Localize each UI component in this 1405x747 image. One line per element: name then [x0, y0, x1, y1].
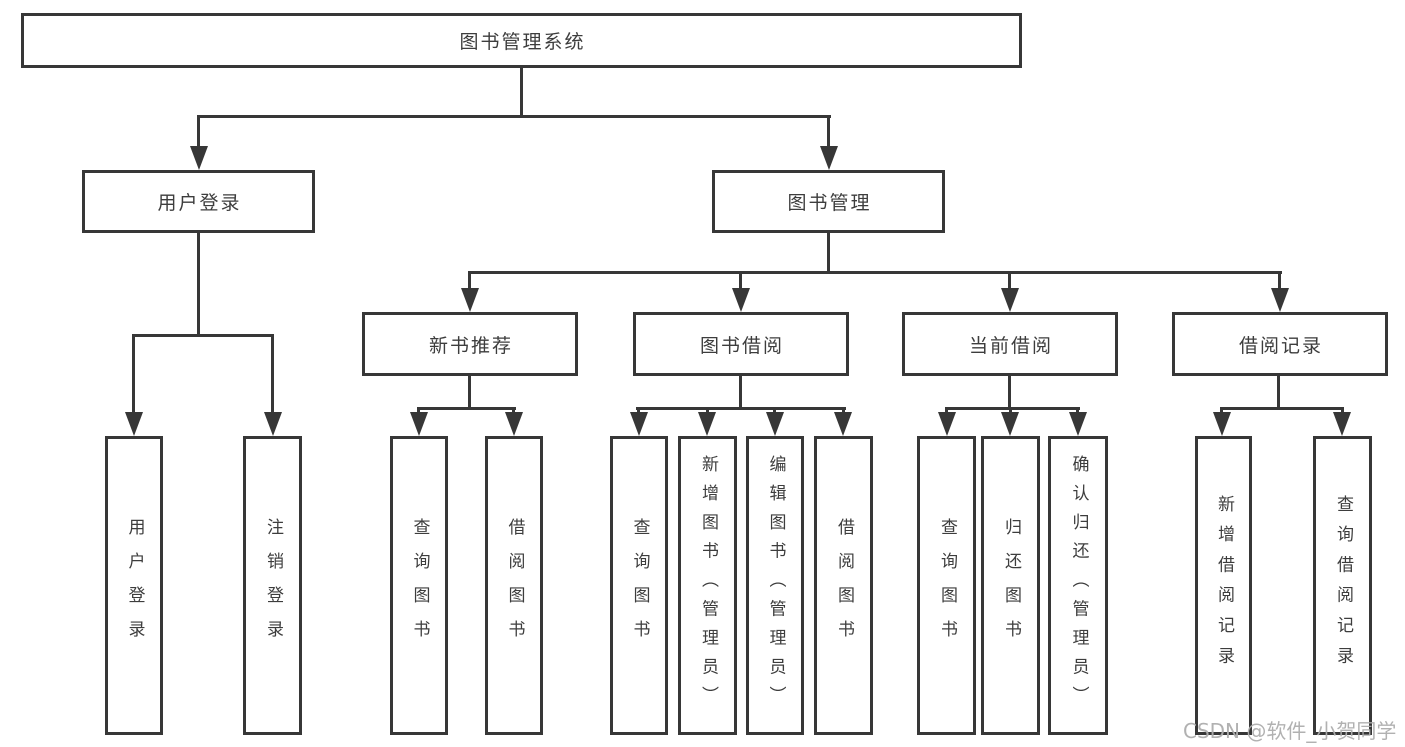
arrow-down-icon	[1001, 288, 1019, 312]
leaf-query-books-borrowing: 查询图书	[610, 436, 668, 735]
connector-stub	[417, 407, 420, 415]
leaf-borrow-books: 借阅图书	[814, 436, 873, 735]
node-new-book-recommend: 新书推荐	[362, 312, 578, 376]
leaf-borrow-books-recommend: 借阅图书	[485, 436, 543, 735]
node-book-borrowing: 图书借阅	[633, 312, 849, 376]
arrow-down-icon	[1333, 412, 1351, 436]
arrow-down-icon	[698, 412, 716, 436]
node-label: 用户登录	[157, 192, 242, 214]
arrow-down-icon	[1213, 412, 1231, 436]
arrow-down-icon	[410, 412, 428, 436]
connector-stub	[706, 407, 709, 415]
leaf-query-books-recommend: 查询图书	[390, 436, 448, 735]
node-root-library-system: 图书管理系统	[21, 13, 1022, 68]
connector-borrowing-records-horizontal	[1220, 407, 1344, 410]
connector-user-login-horizontal	[132, 334, 274, 337]
connector-to-borrowing-records	[1278, 271, 1281, 290]
node-label: 图书管理系统	[459, 31, 586, 53]
leaf-label: 注销登录	[263, 517, 283, 654]
leaf-label: 归还图书	[1001, 517, 1021, 654]
arrow-down-icon	[732, 288, 750, 312]
node-label: 图书借阅	[699, 334, 784, 357]
connector-to-leaf-user-login	[132, 334, 135, 416]
connector-to-user-login	[197, 115, 200, 148]
arrow-down-icon	[766, 412, 784, 436]
arrow-down-icon	[1069, 412, 1087, 436]
connector-book-borrowing-stem	[739, 374, 742, 410]
connector-stub	[1220, 407, 1223, 415]
connector-current-borrowing-stem	[1008, 374, 1011, 410]
arrow-down-icon	[630, 412, 648, 436]
connector-current-borrowing-horizontal	[945, 407, 1080, 410]
node-label: 图书管理	[787, 192, 872, 214]
leaf-add-book-admin: 新增图书（管理员）	[678, 436, 737, 735]
connector-stub	[1009, 407, 1012, 415]
node-user-login: 用户登录	[82, 170, 315, 233]
connector-stub	[842, 407, 845, 415]
leaf-label: 新增图书（管理员）	[698, 455, 718, 716]
arrow-down-icon	[125, 412, 143, 436]
connector-level2-horizontal	[468, 271, 1282, 274]
csdn-watermark: CSDN @软件_小贺同学	[1183, 719, 1397, 743]
node-book-management: 图书管理	[712, 170, 945, 233]
connector-book-management-stem	[827, 231, 830, 274]
connector-to-book-management	[827, 115, 830, 148]
connector-new-book-recommend-horizontal	[417, 407, 516, 410]
connector-stub	[773, 407, 776, 415]
connector-to-book-borrowing	[739, 271, 742, 290]
leaf-add-borrow-record: 新增借阅记录	[1195, 436, 1252, 735]
arrow-down-icon	[190, 146, 208, 170]
node-borrowing-records: 借阅记录	[1172, 312, 1388, 376]
arrow-down-icon	[1001, 412, 1019, 436]
arrow-down-icon	[505, 412, 523, 436]
connector-new-book-recommend-stem	[468, 374, 471, 410]
connector-stub	[945, 407, 948, 415]
leaf-label: 新增借阅记录	[1214, 494, 1234, 677]
connector-stub	[1341, 407, 1344, 415]
connector-user-login-stem	[197, 231, 200, 337]
leaf-query-books-current: 查询图书	[917, 436, 976, 735]
leaf-label: 用户登录	[124, 517, 145, 654]
leaf-label: 查询图书	[937, 517, 957, 654]
connector-to-current-borrowing	[1008, 271, 1011, 290]
node-label: 当前借阅	[968, 334, 1053, 357]
connector-level1-horizontal	[197, 115, 831, 118]
leaf-label: 查询图书	[409, 517, 430, 654]
connector-to-leaf-logout	[271, 334, 274, 416]
connector-to-new-book-recommend	[468, 271, 471, 290]
leaf-return-book: 归还图书	[981, 436, 1040, 735]
leaf-label: 查询图书	[629, 517, 650, 654]
connector-stub	[512, 407, 515, 415]
node-current-borrowing: 当前借阅	[902, 312, 1118, 376]
connector-stub	[637, 407, 640, 415]
leaf-query-borrow-record: 查询借阅记录	[1313, 436, 1372, 735]
connector-root-stem	[520, 66, 523, 118]
arrow-down-icon	[938, 412, 956, 436]
leaf-confirm-return-admin: 确认归还（管理员）	[1048, 436, 1108, 735]
leaf-label: 编辑图书（管理员）	[765, 455, 786, 716]
leaf-label: 查询借阅记录	[1333, 494, 1353, 677]
node-label: 借阅记录	[1238, 334, 1323, 357]
leaf-edit-book-admin: 编辑图书（管理员）	[746, 436, 804, 735]
arrow-down-icon	[264, 412, 282, 436]
leaf-label: 借阅图书	[834, 517, 854, 654]
arrow-down-icon	[1271, 288, 1289, 312]
connector-stub	[1076, 407, 1079, 415]
arrow-down-icon	[834, 412, 852, 436]
leaf-label: 确认归还（管理员）	[1068, 455, 1089, 716]
arrow-down-icon	[461, 288, 479, 312]
arrow-down-icon	[820, 146, 838, 170]
node-label: 新书推荐	[428, 334, 513, 357]
leaf-logout: 注销登录	[243, 436, 302, 735]
leaf-user-login: 用户登录	[105, 436, 163, 735]
connector-book-borrowing-horizontal	[636, 407, 846, 410]
connector-borrowing-records-stem	[1277, 374, 1280, 410]
leaf-label: 借阅图书	[504, 517, 525, 654]
